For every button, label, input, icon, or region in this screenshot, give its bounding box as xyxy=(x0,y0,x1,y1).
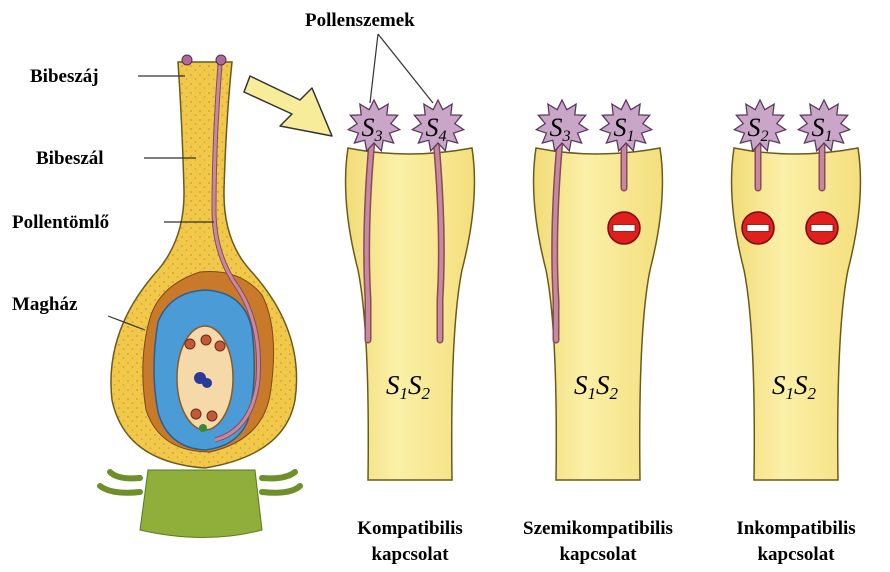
label-pollen-grains: Pollenszemek xyxy=(305,10,415,31)
panel-title-line1: Inkompatibilis xyxy=(736,518,855,539)
label-stigma: Bibeszáj xyxy=(30,66,99,87)
label-ovary: Magház xyxy=(12,294,78,315)
panel-title-line1: Kompatibilis xyxy=(357,518,463,539)
panel-title-line2: kapcsolat xyxy=(757,544,835,565)
receptacle xyxy=(140,470,262,538)
panel-title-line2: kapcsolat xyxy=(371,544,449,565)
style-section xyxy=(732,148,861,480)
panel-title-line1: Szemikompatibilis xyxy=(523,518,673,539)
pistil-illustration xyxy=(100,55,300,538)
label-pollen-tube: Pollentömlő xyxy=(12,212,109,233)
panel-title-line2: kapcsolat xyxy=(559,544,637,565)
label-style: Bibeszál xyxy=(36,148,104,169)
zoom-arrow xyxy=(244,76,332,136)
